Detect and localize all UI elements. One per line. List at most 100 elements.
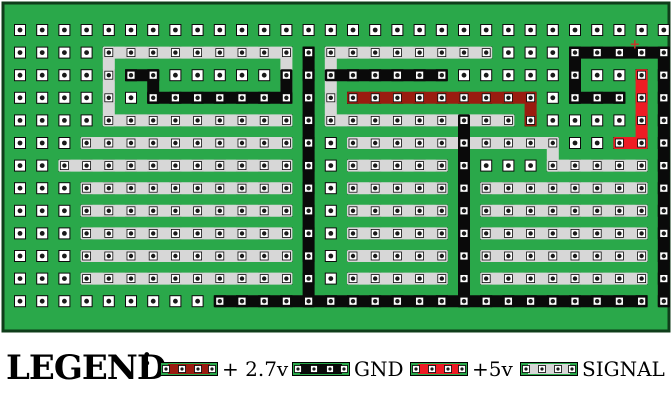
- trace-hole: [217, 276, 222, 281]
- trace-hole: [217, 163, 222, 168]
- trace-hole: [595, 186, 600, 191]
- trace-hole: [106, 95, 112, 101]
- trace-hole: [639, 231, 644, 236]
- trace-hole: [617, 186, 622, 191]
- pad-hole: [62, 298, 67, 304]
- trace-hole: [151, 231, 156, 236]
- trace-hole: [572, 50, 578, 55]
- trace-hole: [128, 231, 134, 236]
- plus-marker: +: [629, 38, 640, 53]
- pad-hole: [195, 298, 201, 304]
- pad-hole: [62, 118, 67, 123]
- trace-hole: [461, 140, 467, 146]
- trace-hole: [306, 118, 311, 123]
- trace-hole: [284, 140, 289, 146]
- pad-hole: [195, 27, 201, 33]
- trace-hole: [239, 186, 245, 191]
- trace-hole: [84, 208, 89, 213]
- trace-hole: [550, 253, 555, 259]
- trace-hole: [528, 95, 533, 101]
- pad-hole: [17, 50, 23, 55]
- trace-hole: [595, 299, 600, 304]
- trace-hole: [484, 276, 489, 281]
- trace-hole: [284, 231, 289, 236]
- trace-hole: [328, 73, 333, 78]
- gnd-trace: [213, 295, 648, 308]
- pad-hole: [617, 27, 622, 33]
- swatch-strip: [418, 364, 460, 374]
- pad-hole: [483, 27, 489, 33]
- legend-item-v5: +5v: [410, 352, 513, 386]
- trace-hole: [151, 73, 156, 78]
- trace-hole: [84, 253, 89, 259]
- signal-trace: [480, 182, 648, 195]
- trace-hole: [306, 50, 311, 55]
- pad-hole: [84, 118, 89, 123]
- trace-hole: [661, 140, 666, 146]
- trace-hole: [395, 253, 400, 259]
- trace-hole: [195, 50, 200, 55]
- pad-hole: [328, 253, 334, 259]
- trace-hole: [595, 208, 600, 213]
- trace-hole: [239, 50, 245, 55]
- trace-hole: [439, 95, 444, 101]
- trace-hole: [528, 299, 533, 304]
- trace-hole: [617, 163, 622, 168]
- trace-hole: [151, 276, 156, 281]
- pad-hole: [550, 72, 556, 78]
- swatch-strip: [168, 364, 210, 374]
- trace-hole: [262, 95, 267, 101]
- trace-hole: [350, 73, 356, 78]
- pad-hole: [550, 27, 556, 33]
- trace-hole: [484, 186, 489, 191]
- trace-hole: [173, 163, 178, 168]
- pad-hole: [17, 231, 23, 236]
- pad-hole: [17, 72, 23, 78]
- trace-hole: [306, 186, 311, 191]
- trace-hole: [395, 50, 400, 55]
- trace-hole: [595, 276, 600, 281]
- legend-swatch-signal: [520, 362, 578, 376]
- trace-hole: [595, 163, 600, 168]
- pad-hole: [572, 118, 578, 123]
- trace-hole: [484, 118, 489, 123]
- pad-hole: [506, 50, 511, 55]
- trace-hole: [506, 118, 511, 123]
- signal-trace: [480, 204, 648, 217]
- swatch-hole: [414, 367, 418, 371]
- pad-hole: [39, 95, 45, 101]
- signal-trace: [480, 250, 648, 262]
- trace-hole: [528, 140, 533, 146]
- pad-hole: [395, 27, 400, 33]
- trace-hole: [239, 163, 245, 168]
- trace-hole: [106, 231, 112, 236]
- trace-hole: [350, 50, 356, 55]
- trace-hole: [639, 95, 644, 101]
- trace-hole: [262, 208, 267, 213]
- trace-hole: [639, 118, 644, 123]
- pad-hole: [594, 72, 600, 78]
- swatch-hole: [196, 367, 200, 371]
- gnd-trace: [657, 46, 670, 308]
- swatch-hole: [312, 367, 316, 371]
- trace-hole: [506, 95, 511, 101]
- trace-hole: [572, 276, 578, 281]
- trace-hole: [217, 231, 222, 236]
- trace-hole: [373, 186, 378, 191]
- trace-hole: [239, 95, 245, 101]
- trace-hole: [373, 276, 378, 281]
- trace-hole: [461, 118, 467, 123]
- pad-hole: [173, 27, 178, 33]
- pad-hole: [594, 118, 600, 123]
- trace-hole: [284, 208, 289, 213]
- trace-hole: [439, 73, 444, 78]
- trace-hole: [173, 253, 178, 259]
- pad-hole: [372, 27, 378, 33]
- trace-hole: [550, 276, 555, 281]
- trace-hole: [173, 118, 178, 123]
- trace-hole: [284, 118, 289, 123]
- legend-swatch-v27: [160, 362, 218, 376]
- pad-hole: [528, 72, 533, 78]
- pad-hole: [84, 298, 89, 304]
- pad-hole: [62, 253, 67, 259]
